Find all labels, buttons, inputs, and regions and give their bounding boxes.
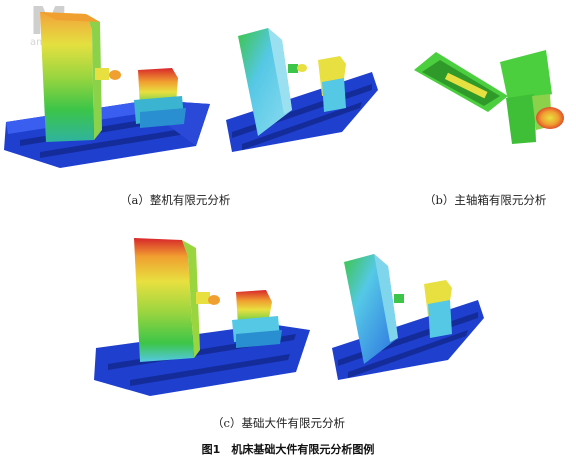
model-base-column-image [332,254,484,380]
model-column-deformation-image [226,28,378,152]
caption-b: （b）主轴箱有限元分析 [424,193,547,207]
figure-title: 图1 机床基础大件有限元分析图例 [201,443,375,456]
caption-c: （c）基础大件有限元分析 [212,416,345,430]
model-base-parts-image [94,238,310,396]
caption-a: （a）整机有限元分析 [120,193,231,207]
model-spindle-box-image [414,50,564,144]
model-whole-machine-image [4,12,210,168]
